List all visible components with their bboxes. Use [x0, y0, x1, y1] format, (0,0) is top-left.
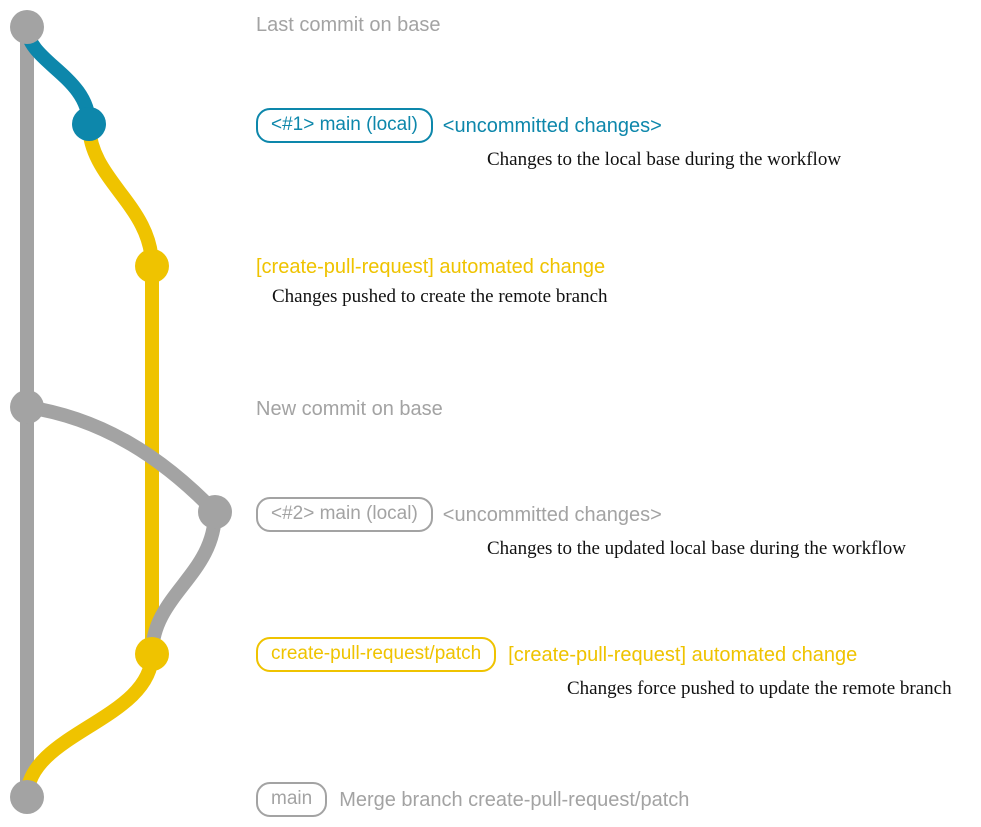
- edge-yellow-from-local: [82, 117, 159, 273]
- commit-node-local-1[interactable]: [72, 107, 106, 141]
- commit-row-last-commit: Last commit on base: [256, 12, 441, 38]
- commit-nodes: [10, 10, 232, 814]
- commit-subject: <uncommitted changes>: [442, 114, 662, 137]
- commit-subject: Last commit on base: [256, 14, 441, 36]
- commit-node-base-2[interactable]: [10, 390, 44, 424]
- commit-subject: [create-pull-request] automated change: [508, 643, 858, 666]
- commit-note: Changes to the updated local base during…: [487, 538, 906, 559]
- commit-note: Changes to the local base during the wor…: [487, 149, 842, 170]
- commit-subject: New commit on base: [256, 398, 443, 420]
- edge-gray-branch-out: [20, 400, 222, 519]
- commit-row-automated-2: create-pull-request/patch [create-pull-r…: [256, 637, 952, 701]
- edge-yellow-merge: [20, 647, 159, 804]
- branch-pill-main-local-2[interactable]: <#2> main (local): [256, 497, 433, 532]
- commit-node-automated-1[interactable]: [135, 249, 169, 283]
- commit-row-merge: main Merge branch create-pull-request/pa…: [256, 782, 689, 817]
- commit-subject: Merge branch create-pull-request/patch: [339, 788, 690, 811]
- commit-node-local-2[interactable]: [198, 495, 232, 529]
- commit-row-new-commit: New commit on base: [256, 396, 443, 422]
- commit-note: Changes force pushed to update the remot…: [567, 678, 952, 699]
- edge-gray-branch-in: [145, 505, 222, 661]
- commit-node-automated-2[interactable]: [135, 637, 169, 671]
- commit-row-local-2: <#2> main (local) <uncommitted changes> …: [256, 497, 906, 561]
- commit-node-merge[interactable]: [10, 780, 44, 814]
- branch-pill-main[interactable]: main: [256, 782, 328, 817]
- branch-pill-main-local-1[interactable]: <#1> main (local): [256, 108, 433, 143]
- branch-pill-create-pull-request-patch[interactable]: create-pull-request/patch: [256, 637, 497, 672]
- commit-subject: <uncommitted changes>: [442, 503, 662, 526]
- commit-node-base-1[interactable]: [10, 10, 44, 44]
- commit-row-local-1: <#1> main (local) <uncommitted changes> …: [256, 108, 841, 172]
- edge-blue-branch: [20, 20, 96, 131]
- commit-row-automated-1: [create-pull-request] automated change C…: [256, 254, 608, 309]
- commit-subject: [create-pull-request] automated change: [256, 256, 606, 278]
- commit-note: Changes pushed to create the remote bran…: [272, 286, 608, 307]
